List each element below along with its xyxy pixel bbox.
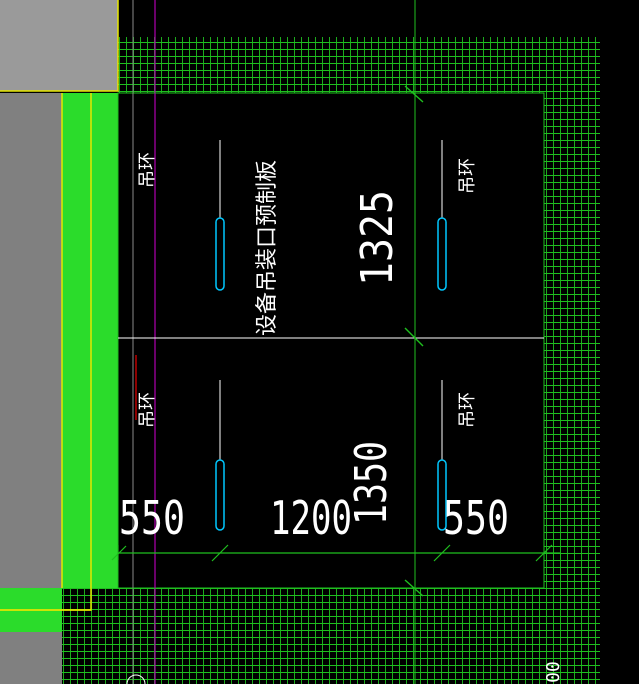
dimension-edge-partial: 00	[543, 661, 564, 683]
gray-wall-top	[0, 0, 118, 91]
hatched-concrete-surround	[118, 37, 600, 642]
lifting-ring-label-tl: 吊环	[137, 152, 158, 188]
gray-wall-bottom-left	[0, 632, 62, 684]
lifting-ring-symbol-bl	[215, 380, 225, 531]
dimension-right-offset: 550	[443, 491, 509, 545]
opening-panel	[118, 93, 544, 588]
dimension-upper-length: 1325	[352, 190, 403, 286]
lifting-ring-label-br: 吊环	[457, 392, 478, 428]
lifting-ring-symbol-tr	[437, 140, 447, 291]
dimension-lower-length: 1350	[346, 441, 397, 525]
hatched-strip-bottom	[118, 642, 600, 684]
lifting-ring-label-bl: 吊环	[137, 392, 158, 428]
hatched-strip-bottom-left	[62, 588, 118, 684]
lifting-ring-label-tr: 吊环	[457, 158, 478, 194]
bottom-dimension-line	[111, 544, 560, 562]
panel-title: 设备吊装口预制板	[255, 160, 280, 336]
green-wall-strip	[62, 93, 118, 588]
dimension-middle-width: 1200	[270, 491, 352, 545]
axis-tick-marks	[404, 85, 424, 597]
gray-wall-left	[0, 93, 62, 588]
reference-circle-symbol	[126, 674, 146, 684]
lifting-ring-symbol-br	[437, 380, 447, 531]
dimension-left-offset: 550	[119, 491, 185, 545]
lifting-ring-symbol-tl	[215, 140, 225, 291]
opening-panel-border	[117, 92, 545, 589]
